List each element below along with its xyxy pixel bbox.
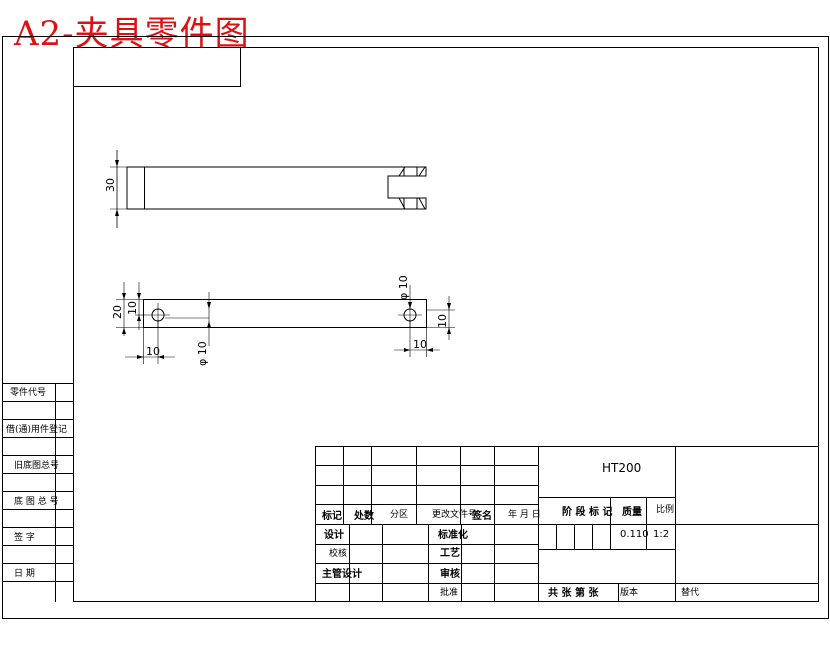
role-process: 工艺: [440, 546, 460, 559]
side-label-old-base: 旧底图总号: [14, 459, 59, 471]
dim-right-hole-v: 10: [436, 314, 449, 328]
role-standard: 标准化: [437, 528, 468, 541]
bottom-view: [116, 282, 455, 364]
upper-left-box: [73, 47, 241, 87]
role-check: 校核: [329, 547, 347, 559]
header-signature: 签名: [471, 509, 492, 522]
role-chief: 主管设计: [322, 567, 362, 580]
weight-label: 质量: [622, 505, 642, 518]
scale-label: 比例: [656, 503, 674, 515]
scale-value: 1:2: [653, 529, 669, 540]
side-label-signature: 签 字: [14, 531, 35, 543]
dim-height-20: 20: [111, 305, 124, 319]
header-change-no: 更改文件号: [432, 508, 477, 520]
header-count: 处数: [353, 509, 375, 522]
material-text: HT200: [602, 461, 641, 475]
side-label-borrowed: 借(通)用件登记: [6, 423, 67, 435]
dim-left-hole-h: 10: [146, 345, 160, 358]
dim-left-hole-v: 10: [126, 301, 139, 315]
dim-left-diameter: φ 10: [196, 341, 209, 366]
header-mark: 标记: [321, 509, 342, 522]
side-label-date: 日 期: [14, 568, 35, 579]
side-label-part-code: 零件代号: [10, 386, 46, 398]
outer-frame: [2, 36, 829, 619]
role-review: 审核: [440, 567, 460, 580]
stage-mark-label: 阶 段 标 记: [562, 505, 612, 518]
version-label: 版本: [620, 586, 638, 598]
weight-value: 0.110: [620, 529, 649, 540]
side-table: 零件代号 借(通)用件登记 旧底图总号 底 图 总 号 签 字 日 期: [6, 386, 67, 579]
sheets-label: 共 张 第 张: [548, 586, 599, 599]
title-block-text: HT200 标记 处数 分区 更改文件号 签名 年 月 日 设计 校核 主管设计…: [321, 461, 699, 599]
dim-right-hole-h: 10: [413, 338, 427, 351]
role-design: 设计: [324, 528, 344, 541]
top-view: [110, 150, 427, 228]
replace-label: 替代: [681, 586, 699, 598]
dim-right-diameter: φ 10: [397, 275, 410, 300]
title-block: [315, 446, 819, 602]
dim-top-height: 30: [104, 178, 117, 192]
side-label-base: 底 图 总 号: [14, 495, 59, 507]
header-zone: 分区: [390, 509, 408, 520]
header-date: 年 月 日: [508, 508, 541, 520]
role-approve: 批准: [440, 586, 458, 598]
